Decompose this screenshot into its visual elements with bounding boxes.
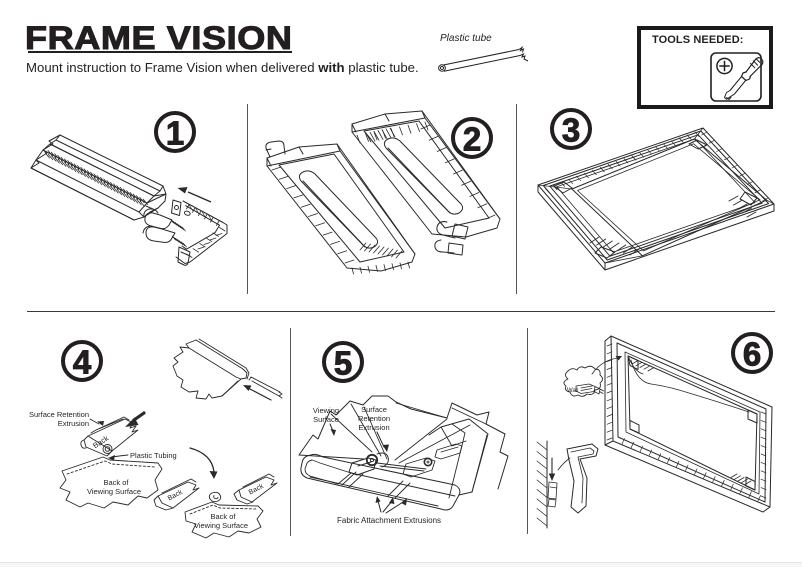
svg-text:2: 2 — [463, 121, 481, 158]
svg-text:3: 3 — [562, 112, 580, 149]
svg-text:4: 4 — [73, 344, 92, 381]
svg-text:Plastic Tubing: Plastic Tubing — [130, 451, 177, 460]
svg-text:Fabric Attachment Extrusions: Fabric Attachment Extrusions — [337, 516, 441, 525]
svg-text:5: 5 — [334, 345, 352, 382]
svg-text:1: 1 — [166, 115, 184, 152]
svg-text:Wall: Wall — [567, 388, 578, 394]
svg-text:6: 6 — [743, 336, 761, 373]
